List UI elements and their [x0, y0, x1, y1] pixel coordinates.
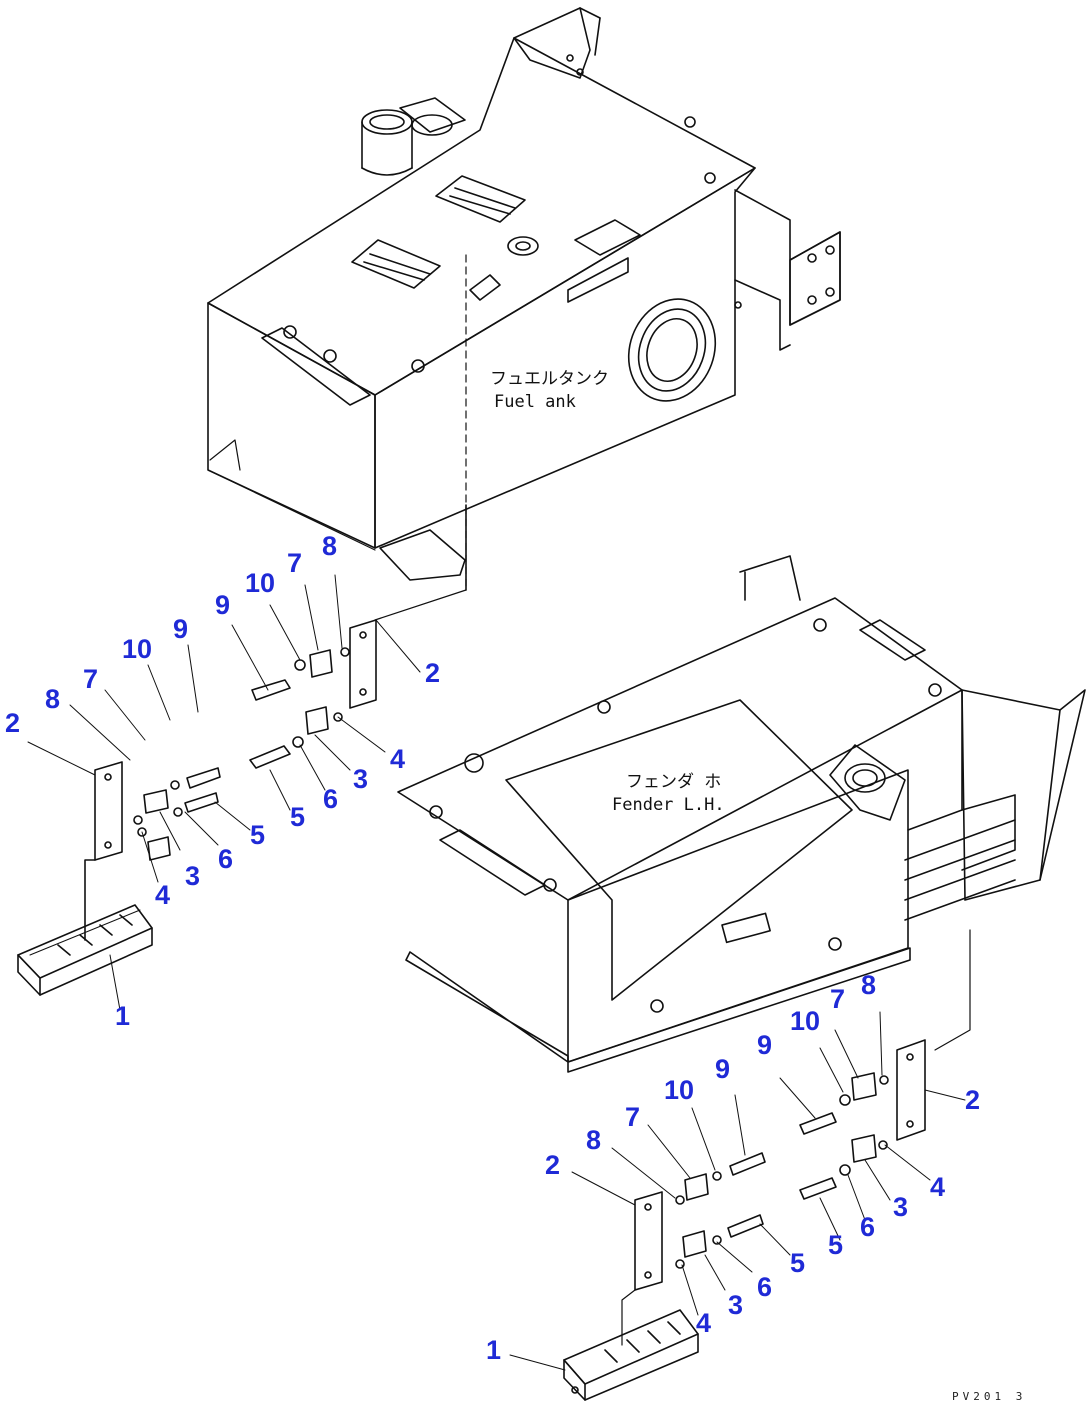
gauge-plate-2: [351, 239, 441, 289]
callout-10: 10: [664, 1075, 695, 1105]
part-9-bolt-l: [186, 767, 221, 789]
callout-5: 5: [250, 820, 266, 850]
fuel-tank-front-face: [207, 302, 376, 549]
callout-3: 3: [893, 1192, 909, 1222]
part-2-plate-b: [634, 1191, 663, 1291]
callout-5: 5: [290, 802, 306, 832]
callout-8: 8: [586, 1125, 602, 1155]
callout-6: 6: [218, 844, 234, 874]
callout-4: 4: [930, 1172, 946, 1202]
part-7-plate-tl: [309, 649, 333, 678]
part-1-step-b: [563, 1309, 699, 1385]
callout-9: 9: [215, 590, 231, 620]
callout-6: 6: [323, 784, 339, 814]
fuel-tank-label-en: Fuel ank: [494, 392, 576, 412]
drawing-code: PV201 3: [952, 1390, 1027, 1403]
bracket-set-fuel-tank: [231, 574, 421, 811]
callout-7: 7: [625, 1102, 641, 1132]
callout-9: 9: [173, 614, 189, 644]
fender-boss: [829, 744, 906, 821]
callout-2: 2: [5, 708, 21, 738]
callout-1: 1: [115, 1001, 131, 1031]
part-9-bolt-r: [799, 1112, 837, 1135]
callout-4: 4: [390, 744, 406, 774]
bracket-set-fender: [779, 929, 971, 1241]
callout-7: 7: [830, 984, 846, 1014]
callout-9: 9: [757, 1030, 773, 1060]
callout-5: 5: [790, 1248, 806, 1278]
fuel-tank-foot-plate: [379, 529, 466, 581]
callout-8: 8: [322, 531, 338, 561]
fuel-tank-side-port: [627, 298, 717, 402]
fuel-tank-mount-bracket: [734, 189, 841, 351]
callout-2: 2: [545, 1150, 561, 1180]
fender-label-jp: フェンダ ホ: [626, 772, 722, 792]
part-9-bolt-tl: [251, 679, 291, 701]
part-5-bolt-b: [727, 1214, 764, 1238]
callout-7: 7: [287, 548, 303, 578]
part-9-bolt-b: [729, 1152, 766, 1176]
callout-5: 5: [828, 1230, 844, 1260]
fender-label-en: Fender L.H.: [612, 795, 725, 815]
callout-3: 3: [353, 764, 369, 794]
fuel-tank-side-face: [374, 167, 756, 549]
callout-6: 6: [860, 1212, 876, 1242]
callout-3: 3: [728, 1290, 744, 1320]
callout-2: 2: [965, 1085, 981, 1115]
callout-10: 10: [122, 634, 153, 664]
step-left: [17, 644, 251, 1011]
callout-10: 10: [245, 568, 276, 598]
callout-10: 10: [790, 1006, 821, 1036]
fender-lh: [397, 555, 1086, 1073]
callout-3: 3: [185, 861, 201, 891]
part-7-plate-r: [851, 1072, 877, 1101]
fuel-tank-label-jp: フュエルタンク: [490, 369, 609, 389]
part-5-bolt-l: [184, 792, 219, 813]
callout-6: 6: [757, 1272, 773, 1302]
callout-7: 7: [83, 664, 99, 694]
part-2-plate-r: [896, 1039, 926, 1141]
fuel-tank: [207, 7, 841, 621]
callout-9: 9: [715, 1054, 731, 1084]
callout-1: 1: [486, 1335, 502, 1365]
step-bottom: [509, 1094, 791, 1401]
callout-8: 8: [861, 970, 877, 1000]
callout-2: 2: [425, 658, 441, 688]
callout-4: 4: [696, 1308, 712, 1338]
part-5-bolt-r: [799, 1177, 837, 1200]
part-2-plate-tl: [349, 619, 377, 709]
gauge-plate-1: [435, 175, 526, 223]
part-5-bolt-tl: [249, 745, 291, 769]
fender-panel: [505, 699, 853, 1001]
filler-neck: [361, 109, 413, 176]
fender-top: [397, 597, 963, 901]
callout-8: 8: [45, 684, 61, 714]
part-2-plate-l: [94, 761, 123, 861]
callout-4: 4: [155, 880, 171, 910]
